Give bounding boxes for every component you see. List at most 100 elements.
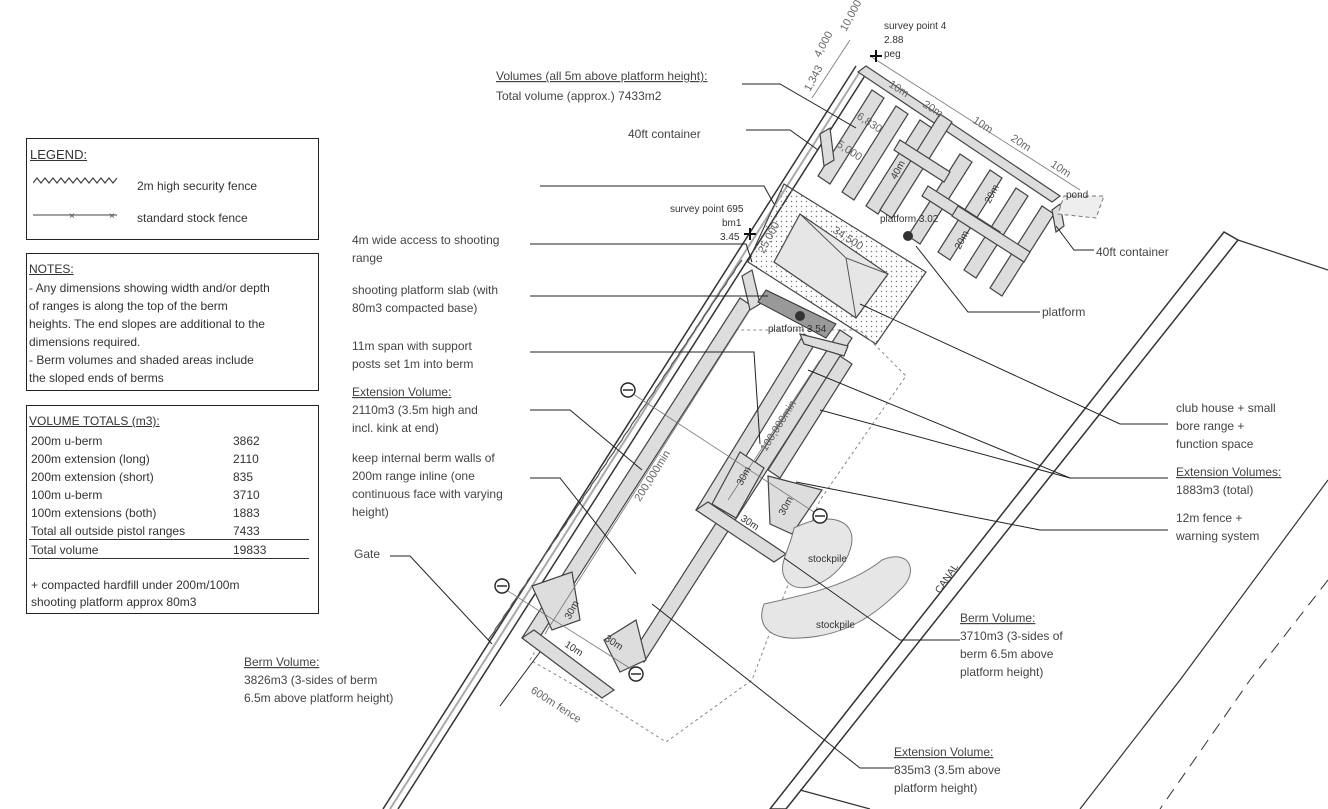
volume-row-label: Total volume (31, 543, 99, 557)
berm-left-title: Berm Volume: (244, 655, 319, 669)
volume-footnote: shooting platform approx 80m3 (31, 595, 197, 609)
ext-vol-title: Extension Volume: (352, 385, 451, 399)
canal-band (769, 231, 1328, 809)
volumes-title: Volumes (all 5m above platform height): (496, 69, 707, 83)
survey-point-4-label: survey point 4 (884, 21, 947, 32)
volume-row-label: 200m u-berm (31, 434, 103, 448)
ext-bottom-line-1: 835m3 (3.5m above (894, 763, 1001, 777)
ext-bottom-title: Extension Volume: (894, 745, 993, 759)
volume-divider (29, 539, 309, 540)
volume-totals-title: VOLUME TOTALS (m3): (29, 414, 160, 428)
volume-row-label: 100m extensions (both) (31, 506, 157, 520)
volume-row-value: 835 (233, 470, 254, 484)
dim-10000: 10,000 (838, 0, 864, 33)
dim-10m-c: 10m (1048, 158, 1072, 180)
stockpile-a-label: stockpile (808, 554, 847, 565)
pond (1057, 195, 1105, 219)
note-line: of ranges is along the top of the berm (29, 299, 228, 313)
ext-vols-title: Extension Volumes: (1176, 465, 1281, 479)
volume-row-value: 3862 (233, 434, 260, 448)
pistol-ranges-block (817, 65, 1065, 297)
container-right-label: 40ft container (1096, 245, 1169, 259)
volume-row-label: 200m extension (short) (31, 470, 154, 484)
fence12-line-2: warning system (1175, 529, 1259, 543)
keep-line-2: 200m range inline (one (352, 469, 475, 483)
platform-marker-302 (903, 231, 913, 241)
fence-600m-label: 600m fence (528, 684, 583, 725)
volume-row-value: 3710 (233, 488, 260, 502)
volume-row-label: 100m u-berm (31, 488, 103, 502)
pond-label: pond (1066, 190, 1088, 201)
span-line-1: 11m span with support (352, 339, 473, 353)
clubhouse-line-1: club house + small (1176, 401, 1276, 415)
stockpile-upper (781, 518, 853, 589)
keep-line-1: keep internal berm walls of (352, 451, 495, 465)
dim-1343: 1,343 (802, 63, 826, 93)
keep-line-3: continuous face with varying (352, 487, 503, 501)
volumes-total: Total volume (approx.) 7433m2 (496, 89, 662, 103)
note-line: - Any dimensions showing width and/or de… (29, 281, 270, 295)
note-line: - Berm volumes and shaded areas include (29, 353, 254, 367)
warning-symbols (494, 382, 828, 682)
berm-right-line-2: berm 6.5m above (960, 647, 1054, 661)
platform-label: platform (1042, 305, 1085, 319)
fence12-line-1: 12m fence + (1176, 511, 1242, 525)
volume-row-value: 2110 (233, 452, 259, 466)
volume-row-label: 200m extension (long) (31, 452, 150, 466)
volume-divider (29, 558, 309, 559)
survey-point-695-bm: bm1 (722, 218, 742, 229)
notes-body: - Any dimensions showing width and/or de… (29, 279, 270, 387)
volume-row-value: 7433 (233, 524, 260, 538)
dim-4000: 4,000 (812, 29, 836, 59)
legend-title: LEGEND: (30, 147, 88, 162)
ext-bottom-line-2: platform height) (894, 781, 977, 795)
slab-line-2: 80m3 compacted base) (352, 301, 477, 315)
security-fence-symbol (33, 177, 118, 184)
access-line-1: 4m wide access to shooting (352, 233, 499, 247)
berm-right-title: Berm Volume: (960, 611, 1035, 625)
survey-point-4-peg: peg (884, 49, 901, 60)
svg-text:×: × (109, 211, 115, 221)
legend-item-security-fence: 2m high security fence (137, 179, 258, 193)
survey-point-695-value: 3.45 (720, 232, 740, 243)
access-line-2: range (352, 251, 383, 265)
gate-label: Gate (354, 547, 380, 561)
volume-footnote: + compacted hardfill under 200m/100m (31, 578, 240, 592)
platform-354-label: platform 3.54 (768, 324, 827, 335)
volume-row-value: 1883 (233, 506, 260, 520)
survey-point-695-label: survey point 695 (670, 204, 744, 215)
ext-vols-total: 1883m3 (total) (1176, 483, 1253, 497)
stockpile-lower (761, 556, 911, 639)
dimension-lines (499, 39, 1081, 673)
clubhouse-line-3: function space (1176, 437, 1254, 451)
platform-302-label: platform 3.02 (880, 214, 939, 225)
berm-right-line-1: 3710m3 (3-sides of (960, 629, 1063, 643)
container-top-label: 40ft container (628, 127, 701, 141)
volume-totals-box: VOLUME TOTALS (m3): 200m u-berm 3862 200… (26, 405, 319, 614)
svg-text:×: × (69, 211, 75, 221)
legend-box: LEGEND: 2m high security fence × × stand… (26, 138, 319, 240)
volume-row-value: 19833 (233, 543, 267, 557)
leader-lines (390, 83, 1168, 769)
stock-fence-symbol: × × (33, 211, 117, 221)
note-line: heights. The end slopes are additional t… (29, 317, 265, 331)
berm-left-line-1: 3826m3 (3-sides of berm (244, 673, 377, 687)
ext-vol-line-1: 2110m3 (3.5m high and (352, 403, 478, 417)
legend-item-stock-fence: standard stock fence (137, 211, 248, 225)
notes-box: NOTES: - Any dimensions showing width an… (26, 253, 319, 391)
note-line: dimensions required. (29, 335, 141, 349)
volume-row-label: Total all outside pistol ranges (31, 524, 186, 538)
fence-600m (529, 329, 907, 743)
stockpile-b-label: stockpile (816, 620, 855, 631)
clubhouse-area (747, 183, 927, 345)
ext-vol-line-2: incl. kink at end) (352, 421, 439, 435)
platform-marker (795, 311, 805, 321)
survey-crosses (744, 50, 882, 240)
note-line: the sloped ends of berms (29, 371, 164, 385)
span-line-2: posts set 1m into berm (352, 357, 473, 371)
dim-20m-b: 20m (1008, 132, 1032, 154)
berm-right-line-3: platform height) (960, 665, 1043, 679)
clubhouse-line-2: bore range + (1176, 419, 1244, 433)
slab-line-1: shooting platform slab (with (352, 283, 498, 297)
